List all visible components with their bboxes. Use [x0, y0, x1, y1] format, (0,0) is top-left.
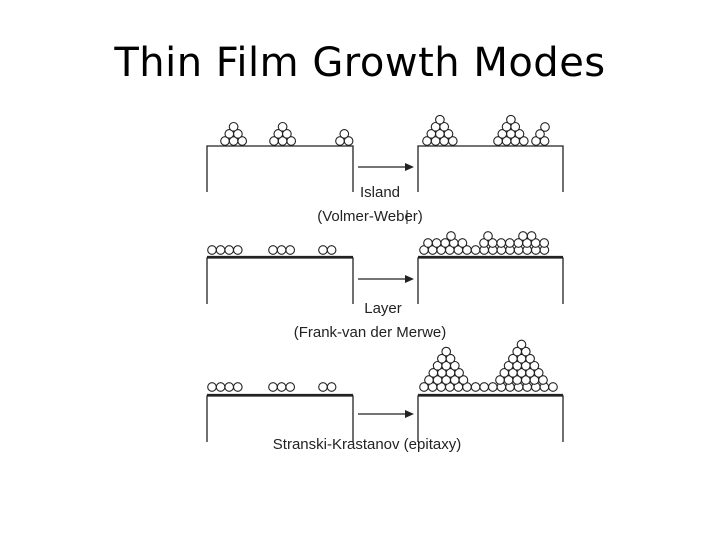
adatom: [441, 239, 450, 248]
adatom: [432, 239, 441, 248]
adatom: [225, 383, 234, 392]
adatom: [286, 246, 295, 255]
substrate-layer-initial: [207, 258, 353, 304]
sk-label: Stranski-Krastanov (epitaxy): [273, 436, 461, 453]
adatom: [480, 383, 489, 392]
growth-arrow: [405, 163, 414, 171]
adatom: [277, 383, 286, 392]
layer-sublabel: (Frank-van der Merwe): [294, 324, 447, 341]
substrate-layer-final: [418, 258, 563, 304]
adatom: [527, 232, 536, 241]
adatom: [208, 383, 217, 392]
adatom: [447, 232, 456, 241]
growth-arrow: [405, 410, 414, 418]
adatom: [278, 123, 287, 132]
diagram-rows: [207, 115, 563, 442]
adatom: [436, 115, 445, 124]
adatom: [424, 239, 433, 248]
adatom: [216, 246, 225, 255]
adatom: [517, 340, 526, 349]
layer-label: Layer: [364, 300, 402, 317]
adatom: [234, 383, 243, 392]
adatom: [340, 130, 349, 139]
adatom: [319, 246, 328, 255]
adatom: [541, 123, 550, 132]
adatom: [540, 239, 549, 248]
adatom: [225, 246, 234, 255]
adatom: [269, 246, 278, 255]
adatom: [489, 383, 498, 392]
adatom: [269, 383, 278, 392]
adatom: [549, 383, 558, 392]
growth-arrow: [405, 275, 414, 283]
adatom: [507, 115, 516, 124]
adatom: [442, 347, 451, 356]
adatom: [277, 246, 286, 255]
adatom: [519, 232, 528, 241]
adatom: [216, 383, 225, 392]
adatom: [234, 246, 243, 255]
adatom: [327, 246, 336, 255]
adatom: [208, 246, 217, 255]
adatom: [286, 383, 295, 392]
adatom: [471, 383, 480, 392]
adatom: [327, 383, 336, 392]
adatom: [458, 239, 467, 248]
island-label: Island: [360, 184, 400, 201]
adatom: [319, 383, 328, 392]
adatom: [471, 246, 480, 255]
substrate-island-final: [418, 146, 563, 192]
adatom: [506, 239, 515, 248]
adatom: [229, 123, 238, 132]
island-sublabel: (Volmer-Weber): [317, 208, 423, 225]
adatom: [497, 239, 506, 248]
adatom: [484, 232, 493, 241]
substrate-island-initial: [207, 146, 353, 192]
